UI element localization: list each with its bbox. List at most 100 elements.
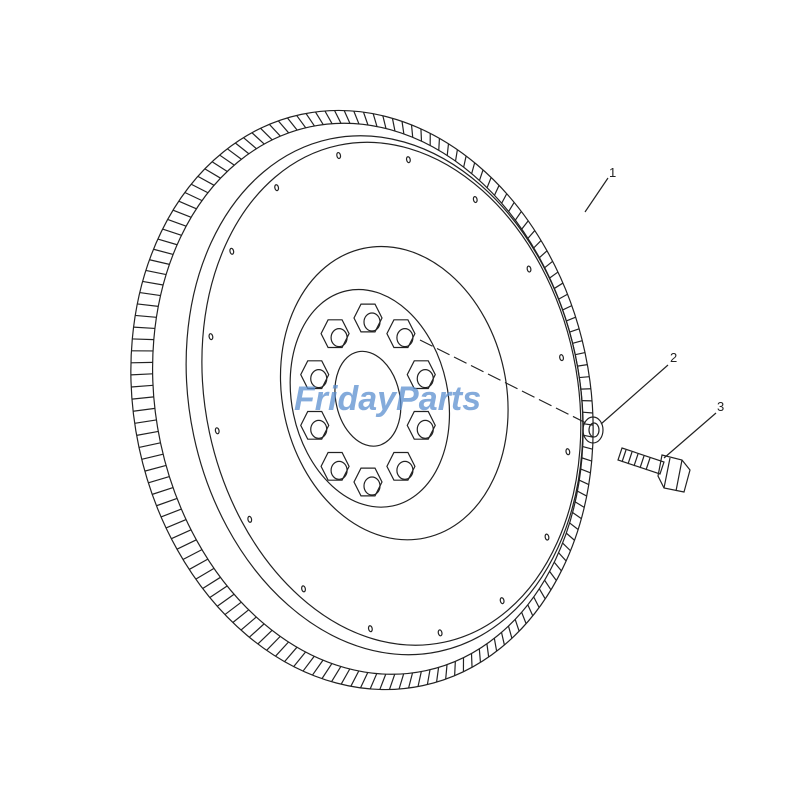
flywheel-rim (201, 141, 582, 646)
rim-hole (565, 448, 571, 456)
gear-tooth (538, 250, 548, 259)
gear-tooth (470, 653, 473, 668)
gear-tooth (153, 248, 174, 256)
gear-tooth (178, 200, 197, 210)
gear-tooth (420, 128, 423, 142)
rim-hole (544, 533, 550, 541)
rim-hole (405, 156, 411, 164)
gear-tooth (224, 601, 242, 616)
gear-tooth (388, 674, 396, 690)
gear-tooth (188, 558, 209, 570)
rim-hole (526, 265, 532, 273)
gear-tooth (248, 623, 265, 638)
hub-bolt-head (386, 451, 416, 481)
gear-tooth (417, 671, 422, 687)
gear-tooth (553, 561, 562, 572)
hub-bolt-head (386, 319, 416, 349)
callout-1: 1 (609, 165, 616, 180)
gear-tooth (582, 411, 593, 414)
gear-tooth (321, 663, 333, 679)
leader-2 (600, 364, 669, 425)
gear-tooth (139, 291, 161, 297)
gear-tooth (234, 142, 250, 155)
hub-bolt-head (320, 451, 350, 481)
gear-tooth (558, 552, 567, 562)
gear-teeth (130, 110, 594, 690)
gear-tooth (130, 361, 153, 364)
gear-tooth (572, 340, 583, 344)
hub-bolt-head (320, 319, 350, 349)
gear-tooth (408, 672, 414, 689)
gear-tooth (521, 220, 529, 230)
rim-hole (336, 151, 342, 160)
gear-tooth (538, 588, 546, 600)
gear-tooth (514, 211, 522, 221)
gear-tooth (486, 177, 492, 188)
callout-2: 2 (670, 350, 677, 365)
gear-tooth (582, 445, 593, 450)
rim-hole (559, 354, 565, 362)
washer (582, 416, 604, 444)
gear-tooth (160, 508, 182, 518)
gear-tooth (582, 434, 594, 438)
gear-tooth (579, 376, 590, 379)
gear-tooth (362, 111, 369, 126)
gear-tooth (157, 238, 178, 246)
gear-tooth (566, 316, 576, 322)
gear-tooth (435, 667, 440, 683)
gear-tooth (478, 169, 484, 181)
gear-tooth (132, 338, 154, 341)
gear-tooth (549, 271, 559, 279)
gear-tooth (359, 672, 369, 689)
gear-tooth (569, 522, 579, 531)
gear-tooth (162, 228, 182, 236)
assembly-centerline (419, 339, 591, 426)
rim-holes (208, 151, 571, 637)
gear-tooth (156, 497, 178, 507)
center-bore (334, 350, 402, 447)
hub-bolt-head (300, 410, 330, 440)
gear-tooth (340, 668, 351, 685)
gear-tooth (569, 328, 580, 333)
gear-tooth (184, 191, 203, 202)
gear-tooth (527, 230, 536, 239)
gear-tooth (305, 113, 315, 127)
gear-tooth (131, 350, 154, 352)
gear-tooth (471, 162, 476, 174)
gear-tooth (145, 269, 167, 276)
gear-tooth (562, 305, 573, 311)
gear-tooth (493, 185, 500, 196)
gear-tooth (209, 585, 228, 599)
gear-tooth (353, 110, 360, 125)
gear-tooth (216, 593, 235, 607)
hub-bolts (300, 303, 436, 497)
gear-tooth (446, 143, 450, 156)
gear-tooth (324, 110, 333, 125)
gear-tooth (133, 407, 155, 412)
gear-tooth (131, 384, 154, 388)
gear-tooth (243, 137, 257, 150)
gear-tooth (429, 133, 431, 146)
hub-bolt-head (406, 360, 436, 390)
gear-tooth (581, 457, 592, 462)
gear-tooth (401, 121, 405, 135)
gear-tooth (579, 479, 590, 486)
gear-tooth (277, 120, 290, 134)
gear-tooth (257, 629, 273, 645)
rim-hole (472, 195, 478, 204)
rim-hole (499, 597, 505, 605)
gear-tooth (135, 314, 157, 318)
gear-tooth (426, 669, 431, 685)
rim-hole (214, 427, 220, 435)
gear-tooth (176, 539, 197, 550)
gear-tooth (134, 419, 157, 424)
gear-tooth (136, 430, 159, 436)
gear-tooth (554, 282, 564, 289)
gear-tooth (275, 641, 289, 657)
gear-tooth (575, 352, 586, 356)
gear-tooth (391, 118, 396, 132)
watermark-logo: FridayParts (294, 380, 481, 418)
gear-tooth (311, 659, 324, 676)
hub-bolt-head (353, 467, 383, 497)
